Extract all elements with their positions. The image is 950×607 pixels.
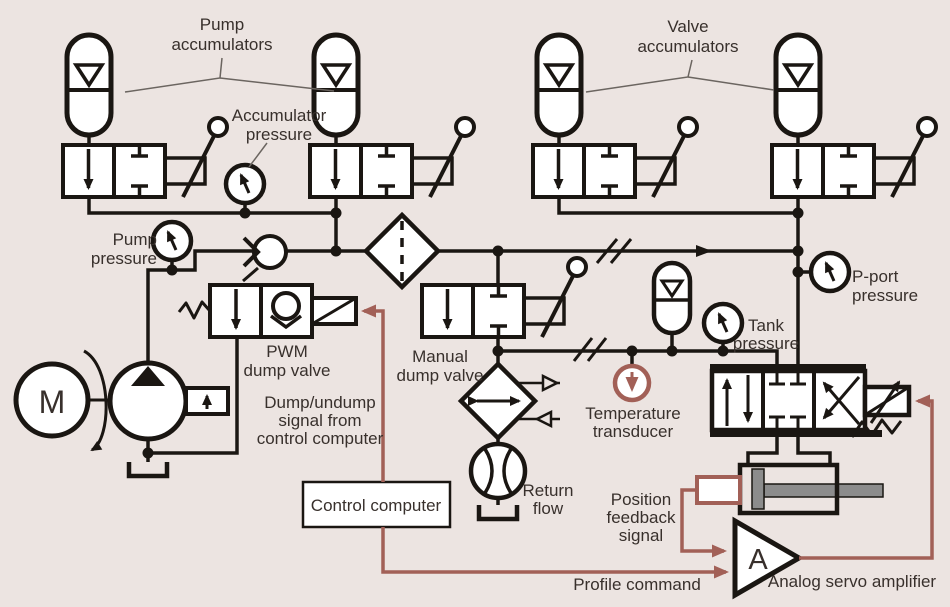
spring-icon	[177, 300, 212, 320]
hydraulic-pump-symbol	[107, 360, 230, 442]
control-computer-box: Control computer	[301, 480, 452, 529]
accumulator-pressure-label-2: pressure	[246, 125, 312, 144]
gauge-pump-pressure	[153, 222, 191, 260]
manual-dump-valve-symbol	[422, 258, 586, 337]
pwm-dump-valve-symbol	[177, 283, 358, 339]
valve-accumulators-label-2: accumulators	[637, 37, 738, 56]
valve-accumulator-2-symbol	[776, 35, 820, 135]
pump-accumulator-1-symbol	[67, 35, 111, 135]
piston	[751, 468, 765, 510]
motor-letter: M	[39, 384, 66, 420]
rotation-arrow-icon	[83, 349, 108, 452]
dump-undump-signal-line	[361, 304, 385, 482]
position-transducer	[695, 475, 742, 505]
profile-command-label: Profile command	[573, 575, 701, 594]
servo-valve-symbol	[709, 364, 912, 438]
gauge-accumulator-pressure	[226, 165, 264, 203]
tank-pressure-label: Tank	[748, 316, 784, 335]
hose-break-marks	[572, 238, 633, 362]
pump-pressure-label: Pump	[113, 230, 157, 249]
tank-line-accumulator-symbol	[651, 260, 693, 336]
tank-pressure-label-2: pressure	[733, 334, 799, 353]
temperature-transducer-label: Temperature	[585, 404, 680, 423]
dump-undump-label: Dump/undump	[264, 393, 376, 412]
pwm-dump-valve-label-2: dump valve	[244, 361, 331, 380]
analog-servo-amplifier-label: Analog servo amplifier	[768, 572, 937, 591]
pump-accumulators-label-2: accumulators	[171, 35, 272, 54]
label-leader-lines	[124, 57, 775, 168]
return-flow-label-2: flow	[533, 499, 564, 518]
gauge-p-port-pressure	[811, 253, 849, 291]
profile-command-line	[381, 527, 729, 579]
valve-accumulator-1-symbol	[537, 35, 581, 135]
amplifier-output-line	[799, 394, 934, 560]
check-valve-symbol	[242, 234, 288, 283]
pump-accumulators-label: Pump	[200, 15, 244, 34]
flow-direction-arrow	[696, 245, 712, 257]
dump-undump-label-3: control computer	[257, 429, 384, 448]
filter-symbol	[362, 211, 442, 291]
manual-dump-valve-label-2: dump valve	[397, 366, 484, 385]
labels: Pump accumulators Valve accumulators Acc…	[91, 15, 937, 594]
position-feedback-label: Position	[611, 490, 671, 509]
junction-dots	[142, 207, 804, 459]
p-port-pressure-label-2: pressure	[852, 286, 918, 305]
cylinder-symbol	[695, 462, 884, 516]
pwm-dump-valve-label: PWM	[266, 342, 308, 361]
tank-symbol-return	[479, 505, 517, 519]
temperature-transducer-symbol	[612, 363, 652, 403]
tank-symbol-pump	[129, 462, 167, 476]
signal-lines	[361, 304, 934, 579]
accumulator-pressure-label: Accumulator	[232, 106, 327, 125]
return-flow-label: Return	[522, 481, 573, 500]
electric-motor-symbol: M	[13, 361, 91, 439]
p-port-pressure-label: P-port	[852, 267, 899, 286]
temperature-transducer-label-2: transducer	[593, 422, 674, 441]
control-computer-label: Control computer	[311, 496, 442, 515]
position-feedback-label-3: signal	[619, 526, 663, 545]
manual-dump-valve-label: Manual	[412, 347, 468, 366]
flow-meter-symbol	[468, 441, 528, 501]
pump-pressure-label-2: pressure	[91, 249, 157, 268]
servo-amplifier-symbol: A	[732, 516, 804, 600]
dump-undump-label-2: signal from	[278, 411, 361, 430]
piston-rod	[763, 483, 884, 498]
amplifier-letter: A	[748, 544, 768, 576]
spring-icon	[850, 418, 903, 438]
position-feedback-line	[680, 488, 727, 558]
valve-accumulators-label: Valve	[667, 17, 708, 36]
position-feedback-label-2: feedback	[607, 508, 676, 527]
heat-exchanger-symbol	[457, 360, 560, 442]
